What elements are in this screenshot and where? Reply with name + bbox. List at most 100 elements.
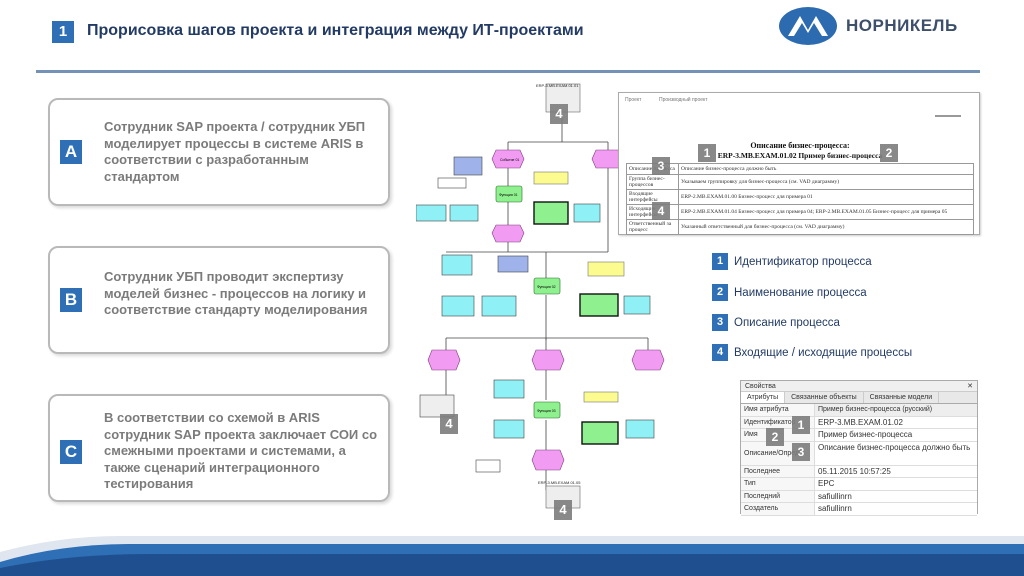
function-shape bbox=[533, 401, 561, 419]
role-shape bbox=[583, 391, 619, 403]
transaction-shape bbox=[579, 293, 619, 317]
legend-label: Входящие / исходящие процессы bbox=[734, 346, 913, 359]
legend-item-3: 3 Описание процесса bbox=[712, 314, 840, 331]
props-badge-1: 1 bbox=[792, 416, 810, 434]
doc-logo-icon bbox=[935, 101, 961, 117]
system-shape bbox=[623, 295, 651, 315]
function-shape bbox=[495, 185, 523, 203]
system-shape bbox=[416, 204, 447, 222]
properties-title: Свойства bbox=[745, 383, 776, 390]
system-shape bbox=[625, 419, 655, 439]
attr-value[interactable]: Пример бизнес-процесса bbox=[818, 430, 913, 439]
attr-value[interactable]: safiullinrn bbox=[818, 504, 852, 513]
doc-topbar-left: Проект bbox=[625, 97, 642, 103]
doc-subtitle: ERP-3.MB.EXAM.01.02 Пример бизнес-процес… bbox=[717, 151, 883, 160]
slide-number-badge: 1 bbox=[52, 21, 74, 43]
doc-badge-4: 4 bbox=[652, 202, 670, 220]
system-shape bbox=[493, 419, 525, 439]
step-text-c: В соответствии со схемой в ARIS сотрудни… bbox=[104, 410, 378, 491]
event-shape bbox=[491, 224, 525, 243]
document-shape bbox=[453, 156, 483, 176]
system-shape bbox=[441, 295, 475, 317]
legend-label: Описание процесса bbox=[734, 316, 840, 329]
doc-topbar-mid: Производный проект bbox=[659, 97, 708, 103]
interface-badge-left: 4 bbox=[440, 414, 458, 434]
event-label: Событие 01 bbox=[500, 158, 519, 162]
props-badge-3: 3 bbox=[792, 443, 810, 461]
attr-value[interactable]: EPC bbox=[818, 479, 835, 488]
attr-value[interactable]: safiullinrn bbox=[818, 491, 852, 501]
tab-related-models[interactable]: Связанные модели bbox=[864, 392, 940, 403]
attr-value[interactable]: 05.11.2015 10:57:25 bbox=[818, 466, 891, 476]
attr-key: Последний пользователь bbox=[741, 490, 815, 512]
step-card-b: B Сотрудник УБП проводит экспертизу моде… bbox=[48, 246, 390, 354]
event-shape bbox=[491, 149, 525, 169]
legend-label: Наименование процесса bbox=[734, 286, 867, 299]
footer-wave bbox=[0, 536, 1024, 576]
legend-item-2: 2 Наименование процесса bbox=[712, 284, 867, 301]
event-shape bbox=[631, 349, 665, 371]
page-title: Прорисовка шагов проекта и интеграция ме… bbox=[87, 22, 584, 39]
properties-tabs: Атрибуты Связанные объекты Связанные мод… bbox=[741, 392, 977, 404]
function-label: Функция 02 bbox=[537, 285, 556, 289]
doc-badge-2: 2 bbox=[880, 144, 898, 162]
document-shape bbox=[475, 459, 501, 473]
event-shape bbox=[531, 449, 565, 471]
role-shape bbox=[587, 261, 625, 277]
legend-num: 1 bbox=[712, 253, 728, 270]
attr-key: Имя атрибута bbox=[741, 404, 815, 416]
attr-key: Создатель bbox=[741, 503, 815, 515]
attr-key: Идентификатор bbox=[741, 416, 815, 428]
attr-key: Последнее изменение bbox=[741, 465, 815, 487]
legend-num: 3 bbox=[712, 314, 728, 331]
diagram-connectors bbox=[445, 115, 649, 490]
doc-title: Описание бизнес-процесса: bbox=[750, 141, 850, 150]
doc-badge-1: 1 bbox=[698, 144, 716, 162]
interface-badge-bottom: 4 bbox=[554, 500, 572, 520]
interface-badge-top: 4 bbox=[550, 104, 568, 124]
table-row[interactable]: Последний пользовательsafiullinrn bbox=[741, 490, 977, 512]
tab-related-objects[interactable]: Связанные объекты bbox=[785, 392, 864, 403]
transaction-shape bbox=[533, 201, 569, 225]
process-label-top: ERP-3.MB.EXAM.01.01 bbox=[536, 83, 579, 88]
tab-attributes[interactable]: Атрибуты bbox=[741, 392, 786, 403]
system-shape bbox=[493, 379, 525, 399]
legend-num: 2 bbox=[712, 284, 728, 301]
document-shape bbox=[437, 177, 467, 189]
function-shape bbox=[533, 277, 561, 295]
step-letter-a: A bbox=[60, 140, 82, 164]
legend-item-1: 1 Идентификатор процесса bbox=[712, 253, 872, 270]
aris-properties-panel: Свойства ✕ Атрибуты Связанные объекты Св… bbox=[740, 380, 978, 516]
props-badge-2: 2 bbox=[766, 428, 784, 446]
event-shape bbox=[427, 349, 461, 371]
step-letter-b: B bbox=[60, 288, 82, 312]
attr-value: Пример бизнес-процесса (русский) bbox=[818, 406, 933, 413]
close-icon[interactable]: ✕ bbox=[967, 383, 973, 390]
step-card-c: C В соответствии со схемой в ARIS сотруд… bbox=[48, 394, 390, 502]
step-text-a: Сотрудник SAP проекта / сотрудник УБП мо… bbox=[104, 119, 366, 184]
process-description-document: Проект Производный проект Описание бизне… bbox=[618, 92, 980, 235]
legend-label: Идентификатор процесса bbox=[734, 255, 872, 268]
table-row[interactable]: Последнее изменение05.11.2015 10:57:25 bbox=[741, 465, 977, 487]
process-interface-left bbox=[419, 394, 455, 418]
attr-value[interactable]: ERP-3.MB.EXAM.01.02 bbox=[818, 417, 903, 427]
function-label: Функция 01 bbox=[499, 193, 518, 197]
aris-epc-diagram: ERP-3.MB.EXAM.01.01 Событие 01 Функция 0… bbox=[416, 83, 665, 509]
step-card-a: A Сотрудник SAP проекта / сотрудник УБП … bbox=[48, 98, 390, 206]
system-shape bbox=[441, 254, 473, 276]
logo-mark-icon bbox=[779, 7, 837, 45]
company-logo: НОРНИКЕЛЬ bbox=[778, 6, 978, 46]
transaction-shape bbox=[581, 421, 619, 445]
attr-value[interactable]: Описание бизнес-процесса должно быть bbox=[818, 442, 971, 452]
system-shape bbox=[449, 204, 479, 222]
process-label-bottom: ERP-3.MB.EXAM.01.05 bbox=[538, 480, 581, 485]
document-shape bbox=[497, 255, 529, 273]
function-label: Функция 03 bbox=[537, 409, 556, 413]
attr-key: Тип bbox=[741, 478, 815, 490]
